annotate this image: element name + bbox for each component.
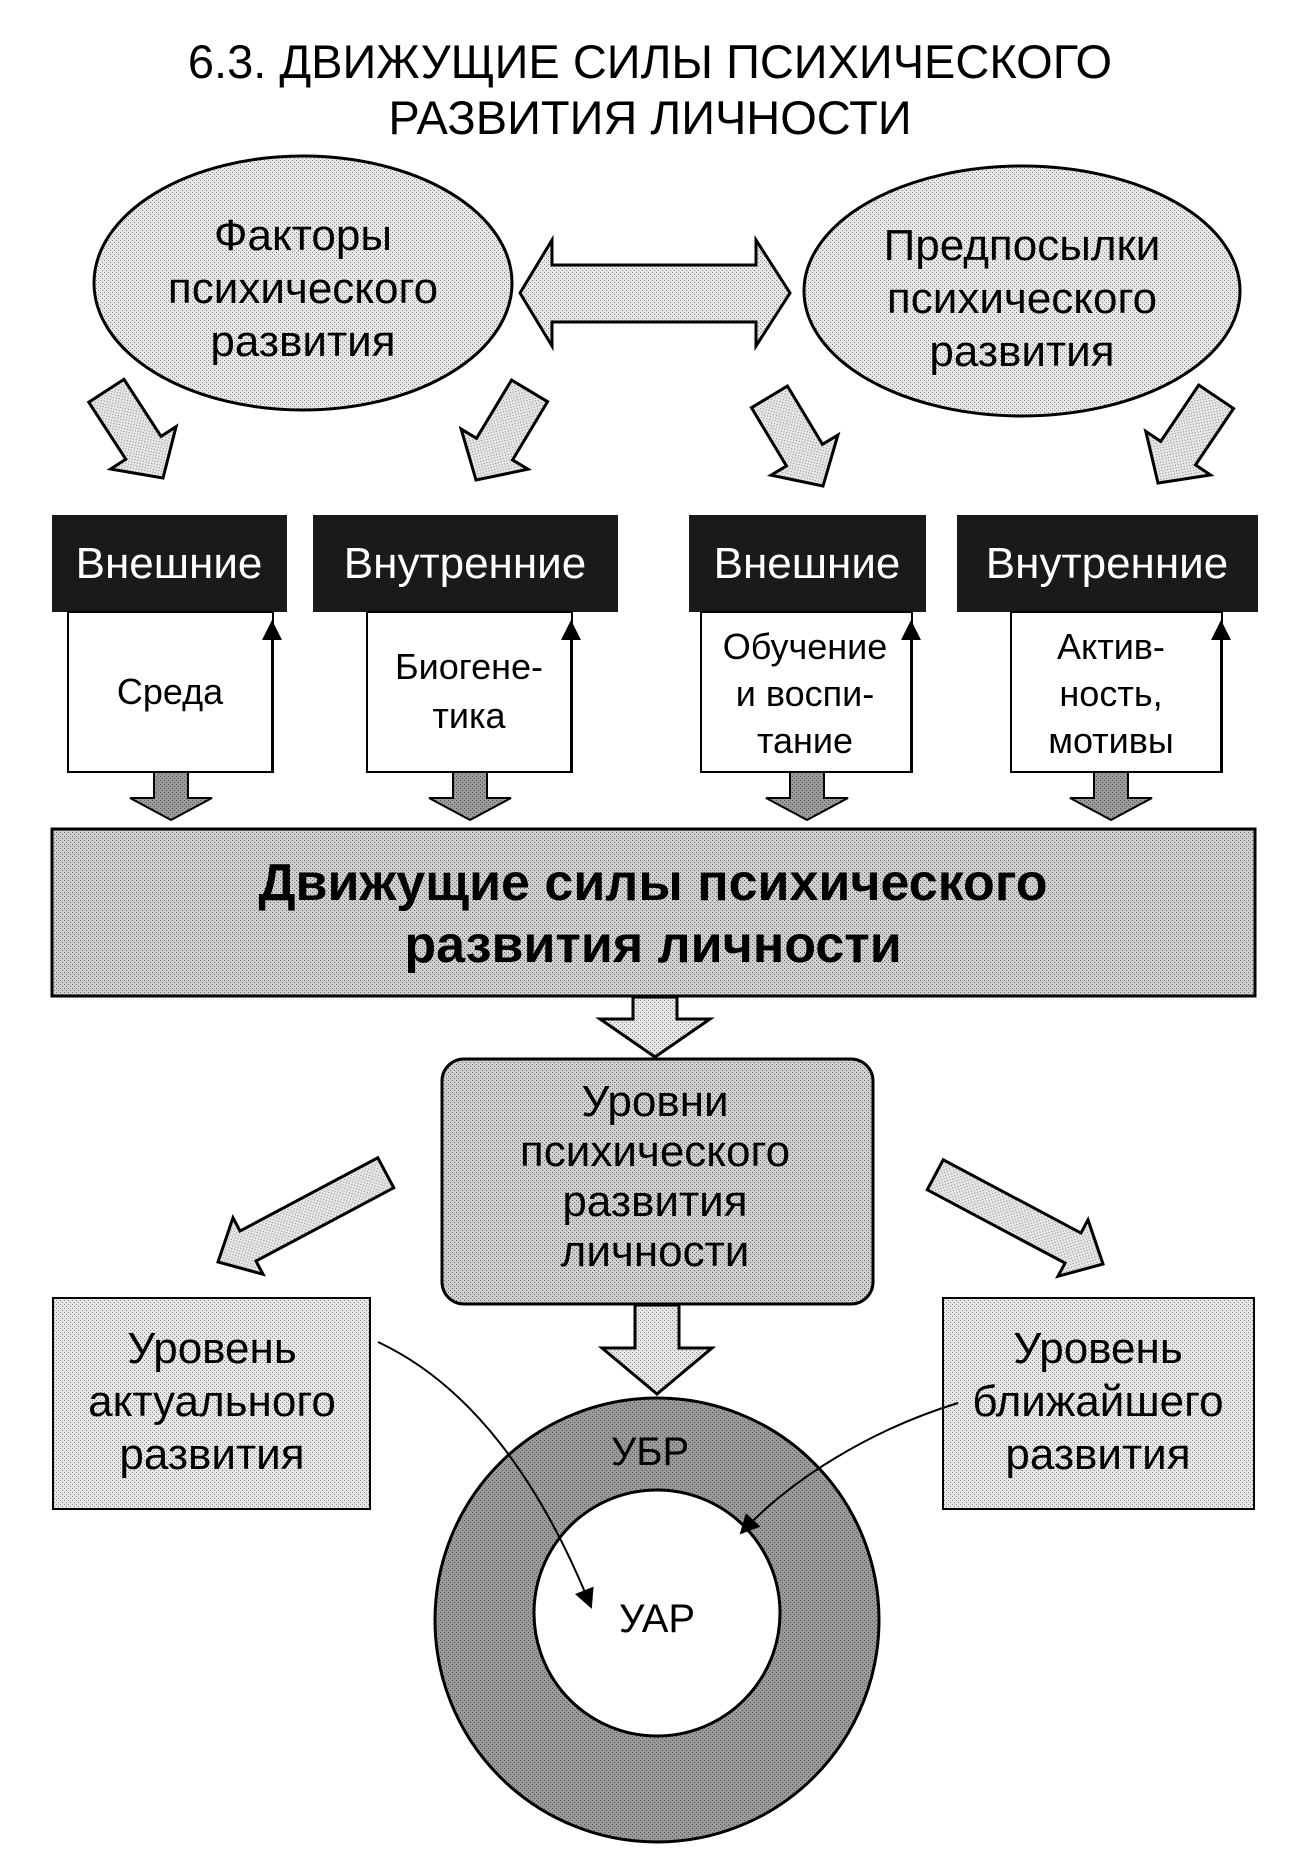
- column-item: Обучение: [723, 626, 888, 667]
- curve-arrow-actual-to-inner: [377, 1341, 594, 1609]
- factors-label-2: психического: [168, 264, 438, 313]
- levels-box: Уровни психического развития личности: [440, 1057, 875, 1306]
- column-item: ность,: [1059, 673, 1162, 714]
- ring-inner-label: УАР: [619, 1597, 695, 1641]
- arrow-factors-to-internal: [458, 377, 550, 482]
- arrow-prereq-to-external: [749, 383, 841, 488]
- actual-zone-circle: [532, 1488, 782, 1738]
- header-box: [52, 515, 287, 612]
- prerequisites-label-2: психического: [887, 274, 1157, 323]
- column-header: Внешние: [714, 539, 901, 588]
- actual-level-box: Уровень актуального развития: [52, 1297, 371, 1510]
- column-item: мотивы: [1048, 720, 1174, 761]
- levels-line-3: развития: [562, 1177, 747, 1226]
- ring-outer-label: УБР: [611, 1430, 689, 1474]
- curve-arrow-proximal-to-outer: [739, 1402, 959, 1535]
- column-header: Внутренние: [986, 539, 1228, 588]
- levels-line-2: психического: [520, 1127, 790, 1176]
- proximal-level-line-2: ближайшего: [972, 1377, 1223, 1426]
- proximal-level-box: Уровень ближайшего развития: [942, 1297, 1255, 1510]
- levels-line-4: личности: [561, 1227, 750, 1276]
- down-arrow: [129, 771, 213, 822]
- driving-forces-line-2: развития личности: [404, 916, 901, 974]
- proximal-level-line-1: Уровень: [1013, 1324, 1183, 1373]
- column-internal-factors: Внутренние Биогене- тика: [313, 515, 618, 822]
- header-box: [957, 515, 1258, 612]
- proximal-level-line-3: развития: [1005, 1430, 1190, 1479]
- down-arrow: [765, 771, 849, 822]
- driving-forces-line-1: Движущие силы психического: [258, 854, 1047, 912]
- arrow-to-levels: [595, 995, 715, 1059]
- column-item: тика: [432, 695, 506, 736]
- development-zone-ring: УБР УАР: [433, 1396, 881, 1844]
- levels-line-1: Уровни: [581, 1077, 728, 1126]
- factors-label-3: развития: [210, 317, 395, 366]
- factors-ellipse: Факторы психического развития: [92, 154, 514, 412]
- header-box: [689, 515, 926, 612]
- column-item: тание: [757, 720, 853, 761]
- down-arrow: [1069, 771, 1153, 822]
- column-header: Внешние: [76, 539, 263, 588]
- arrow-to-proximal-level: [925, 1157, 1105, 1279]
- prerequisites-ellipse: Предпосылки психического развития: [802, 164, 1242, 418]
- title-line-1: 6.3. ДВИЖУЩИЕ СИЛЫ ПСИХИЧЕСКОГО: [188, 35, 1112, 88]
- actual-level-line-2: актуального: [88, 1377, 336, 1426]
- column-item: Среда: [117, 671, 224, 712]
- column-header: Внутренние: [344, 539, 586, 588]
- arrow-to-actual-level: [216, 1155, 396, 1277]
- arrow-prereq-to-internal: [1143, 382, 1236, 485]
- driving-forces-box: Движущие силы психического развития личн…: [50, 827, 1257, 998]
- arrow-to-ring: [597, 1303, 717, 1396]
- arrow-factors-to-external: [86, 377, 179, 480]
- column-item: Актив-: [1057, 626, 1165, 667]
- prerequisites-label-3: развития: [929, 327, 1114, 376]
- prerequisites-label-1: Предпосылки: [884, 221, 1161, 270]
- column-external-prerequisites: Внешние Обучение и воспи- тание: [689, 515, 926, 822]
- factors-label-1: Факторы: [214, 211, 392, 260]
- actual-level-line-3: развития: [119, 1430, 304, 1479]
- down-arrow: [428, 771, 512, 822]
- column-item: Биогене-: [395, 646, 543, 687]
- column-internal-prerequisites: Внутренние Актив- ность, мотивы: [957, 515, 1258, 822]
- column-external-factors: Внешние Среда: [52, 515, 287, 822]
- actual-level-line-1: Уровень: [127, 1324, 297, 1373]
- double-arrow: [518, 234, 792, 352]
- column-item: и воспи-: [736, 673, 874, 714]
- header-box: [313, 515, 618, 612]
- title-line-2: РАЗВИТИЯ ЛИЧНОСТИ: [388, 91, 911, 144]
